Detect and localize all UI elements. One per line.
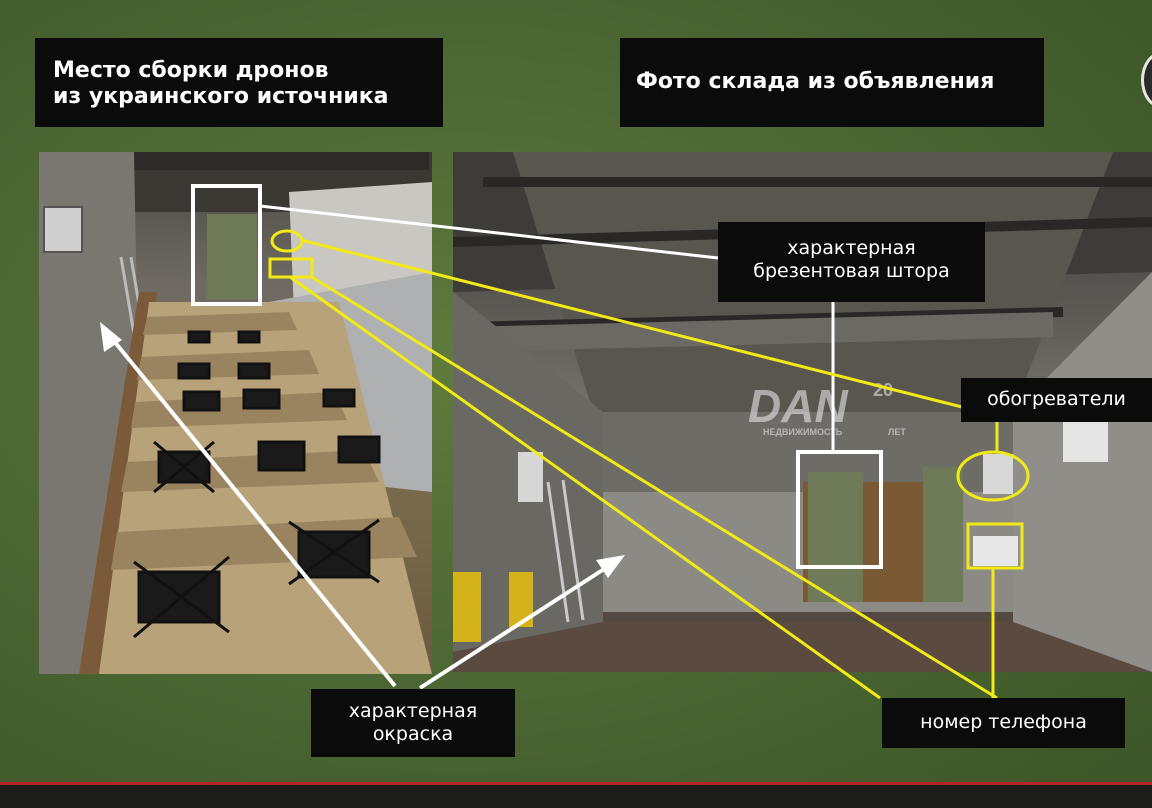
label-curtain-line1: характерная bbox=[787, 237, 916, 259]
label-paint-line1: характерная bbox=[348, 700, 478, 722]
label-paint: характерная окраска bbox=[311, 689, 515, 757]
left-title-line2: из украинского источника bbox=[53, 84, 389, 109]
watermark-sub-left: НЕДВИЖИМОСТЬ bbox=[763, 427, 843, 437]
watermark-main: DAN bbox=[748, 380, 848, 432]
bottom-red-line bbox=[0, 782, 1152, 785]
label-curtain-line2: брезентовая штора bbox=[753, 260, 950, 282]
label-curtain: характерная брезентовая штора bbox=[718, 222, 985, 302]
watermark-number: 20 bbox=[873, 380, 893, 400]
corner-logo-icon bbox=[1141, 52, 1152, 108]
bottom-strip bbox=[0, 785, 1152, 808]
left-title-line1: Место сборки дронов bbox=[53, 58, 329, 83]
label-heaters: обогреватели bbox=[961, 378, 1152, 422]
drone-assembly-illustration bbox=[39, 152, 432, 674]
label-phone: номер телефона bbox=[882, 698, 1125, 748]
drone-assembly-photo bbox=[39, 152, 432, 674]
left-title: Место сборки дронов из украинского источ… bbox=[35, 38, 443, 127]
right-title: Фото склада из объявления bbox=[620, 38, 1044, 127]
label-paint-line2: окраска bbox=[372, 723, 454, 745]
watermark-sub-right: ЛЕТ bbox=[888, 427, 906, 437]
